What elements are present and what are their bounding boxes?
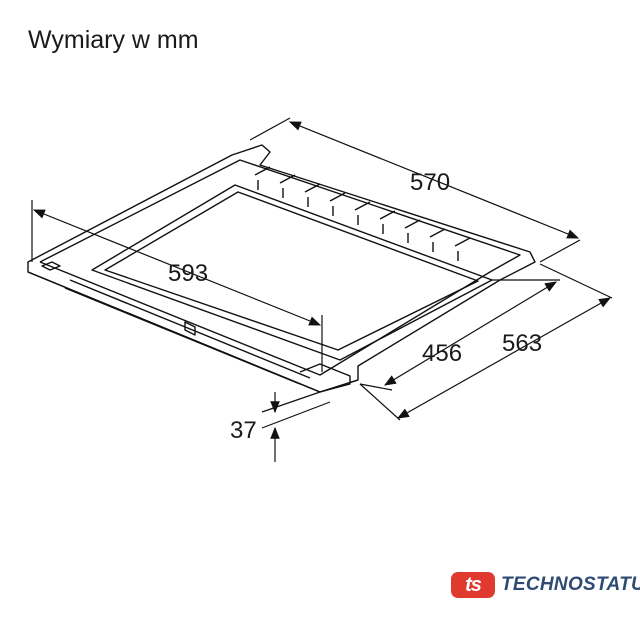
dimension-37: 37 [230, 417, 257, 444]
dimension-lines [31, 117, 613, 462]
page-title: Wymiary w mm [28, 26, 199, 54]
dimension-570: 570 [410, 169, 450, 196]
technostatus-logo: ts TECHNOSTATUS [451, 572, 640, 598]
dimension-593: 593 [168, 260, 208, 287]
dimension-456: 456 [422, 340, 462, 367]
logo-mark: ts [451, 572, 495, 598]
dimension-563: 563 [502, 330, 542, 357]
logo-text: TECHNOSTATUS [501, 574, 640, 595]
